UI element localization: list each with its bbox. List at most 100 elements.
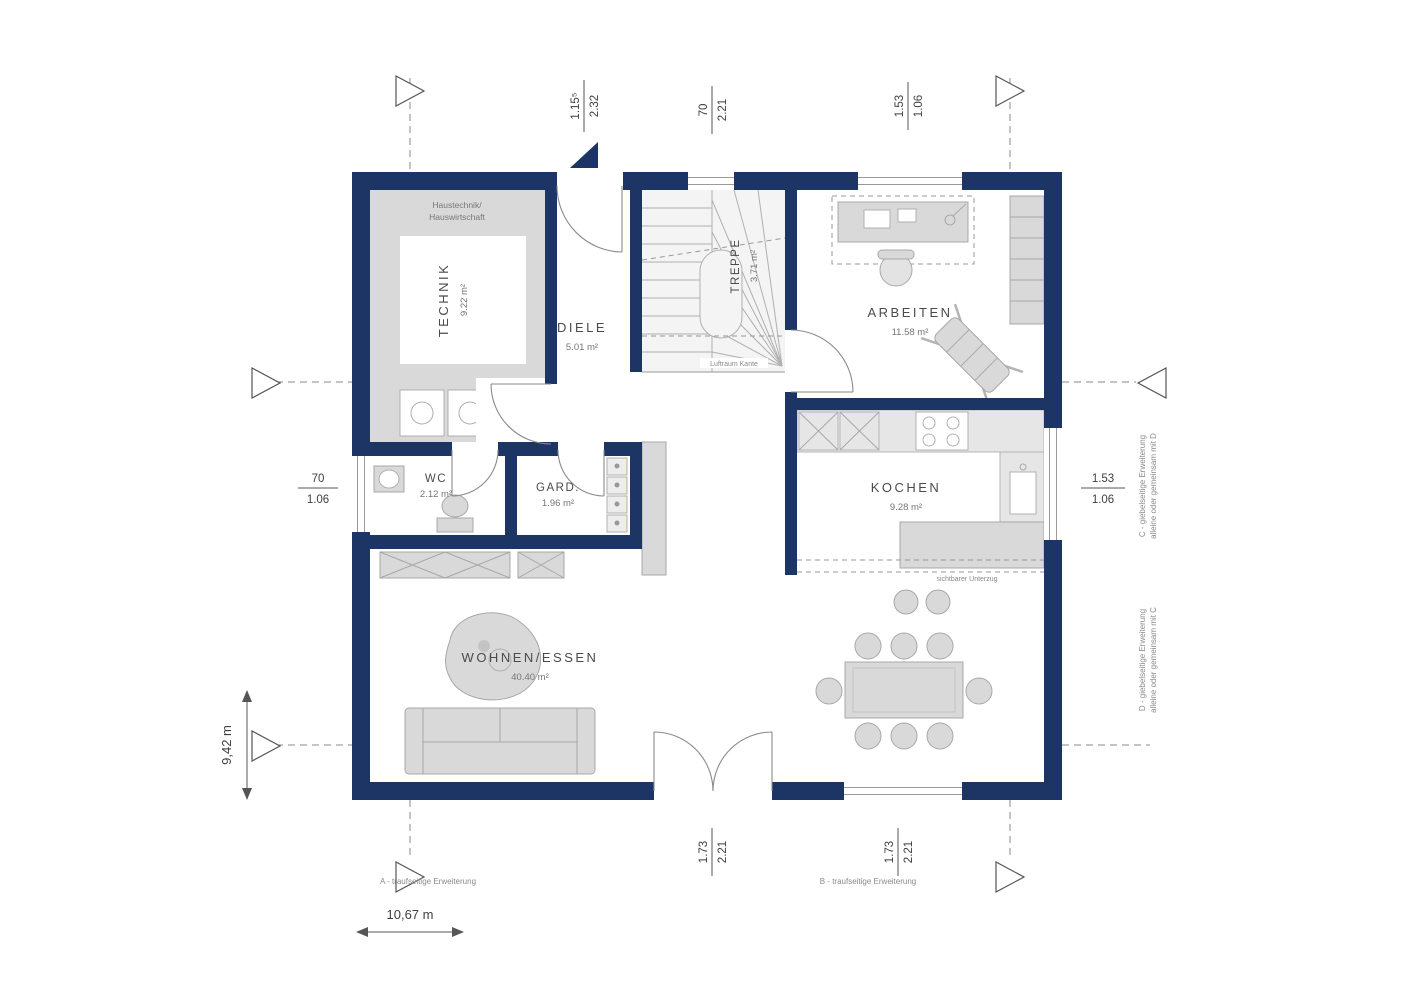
sideboards — [379, 441, 667, 579]
arbeiten-furniture — [831, 195, 1045, 407]
dim-kochen-a: 1.53 — [1092, 473, 1114, 485]
dim-arbeiten-b: 1.06 — [913, 95, 925, 117]
technik-door-swing — [490, 383, 552, 445]
treppe-area: 3.71 m² — [749, 250, 760, 282]
kitchen-sink — [1009, 471, 1037, 515]
section-marker-right — [1136, 366, 1167, 400]
dim-treppe-a: 70 — [698, 104, 710, 117]
window-wc — [352, 456, 370, 532]
hall-shelf — [641, 441, 667, 576]
dim-total-width: 10,67 m — [356, 907, 464, 937]
treppe-label: TREPPE — [730, 238, 742, 293]
kochen-area: 9.28 m² — [890, 502, 922, 513]
toilet — [441, 494, 469, 518]
gard-door-swing — [557, 449, 605, 497]
stool — [893, 589, 919, 615]
reference-markers — [251, 74, 1167, 894]
dim-entry-a: 1.15⁵ — [570, 92, 582, 119]
dim-treppe-window: 70 2.21 — [698, 86, 729, 134]
dining-table — [844, 661, 964, 719]
desk-lamp-icon — [944, 214, 956, 226]
coffee-table — [445, 612, 541, 701]
gard-furniture — [606, 457, 628, 533]
gard-label: GARD. — [536, 482, 580, 494]
kochen-label: KOCHEN — [871, 480, 942, 495]
dimensions: 1.15⁵ 2.32 70 2.21 1.53 1.06 70 1.06 1.5… — [219, 80, 1125, 937]
wc-door-swing — [451, 449, 499, 497]
annotation-b: B - traufseitige Erweiterung — [820, 877, 917, 886]
bookshelf — [1009, 195, 1045, 325]
annotation-d-line1: D - giebelseitige Erweiterung — [1138, 609, 1147, 711]
stair-break-line — [641, 237, 786, 261]
technik-label: TECHNIK — [436, 263, 451, 338]
dim-wohnen-window: 1.73 2.21 — [884, 828, 915, 876]
kitchen-island — [899, 521, 1045, 569]
technik-furniture — [399, 236, 545, 442]
stool — [925, 589, 951, 615]
dim-arbeiten-window: 1.53 1.06 — [894, 82, 925, 130]
window-treppe — [688, 172, 734, 190]
kitchen-furniture — [796, 409, 1045, 615]
dim-wc-b: 1.06 — [307, 494, 329, 506]
window-kochen — [1044, 428, 1062, 540]
staircase — [641, 189, 786, 373]
unterzug-note: sichtbarer Unterzug — [936, 576, 997, 583]
room-labels: Haustechnik/ Hauswirtschaft TECHNIK 9.22… — [420, 200, 1012, 683]
wohnen-furniture — [404, 612, 993, 775]
dim-kochen-b: 1.06 — [1092, 494, 1114, 506]
entrance-marker-icon — [570, 142, 598, 168]
arbeiten-area: 11.58 m² — [892, 327, 929, 338]
wc-label: WC — [425, 473, 447, 485]
dim-terrace-door: 1.73 2.21 — [698, 828, 729, 876]
diele-area: 5.01 m² — [566, 342, 598, 353]
dim-terrace-b: 2.21 — [717, 841, 729, 863]
annotation-c-line1: C - giebelseitige Erweiterung — [1138, 435, 1147, 537]
annotation-c-line2: alleine oder gemeinsam mit D — [1149, 433, 1158, 539]
gard-area: 1.96 m² — [542, 498, 574, 509]
dim-wohnen-a: 1.73 — [884, 841, 896, 863]
dim-terrace-a: 1.73 — [698, 841, 710, 863]
dining-chairs — [815, 632, 993, 750]
laptop — [863, 209, 891, 229]
section-marker-top-right — [995, 74, 1026, 108]
arbeiten-door-swing — [790, 329, 854, 393]
annotation-d-line2: alleine oder gemeinsam mit C — [1149, 607, 1158, 713]
luftraum-note: Luftraum Kante — [710, 361, 758, 368]
diele-label: DIELE — [557, 320, 607, 335]
wc-area: 2.12 m² — [420, 489, 452, 500]
openings — [352, 172, 1062, 800]
technik-note-2: Hauswirtschaft — [429, 212, 485, 222]
toilet-tank — [436, 517, 474, 533]
section-marker-bottom-right — [995, 860, 1026, 894]
annotation-a: A - traufseitige Erweiterung — [380, 877, 476, 886]
stair-handrail — [699, 249, 743, 339]
section-marker-bottom-left — [395, 860, 426, 894]
total-width-label: 10,67 m — [387, 907, 434, 922]
dim-arbeiten-a: 1.53 — [894, 95, 906, 117]
dim-entry: 1.15⁵ 2.32 — [570, 80, 601, 132]
section-marker-left-lower — [251, 729, 282, 763]
technik-note-1: Haustechnik/ — [432, 200, 482, 210]
section-marker-left-upper — [251, 366, 282, 400]
annotation-d: D - giebelseitige Erweiterung alleine od… — [1138, 607, 1158, 713]
dim-kochen-window: 1.53 1.06 — [1081, 473, 1125, 506]
wc-furniture — [373, 465, 474, 533]
technik-area: 9.22 m² — [459, 284, 470, 316]
dim-total-height: 9,42 m — [219, 690, 252, 800]
dim-entry-b: 2.32 — [589, 95, 601, 117]
wohnen-label: WOHNEN/ESSEN — [462, 650, 599, 665]
lounge-chair — [920, 303, 1024, 407]
dim-treppe-b: 2.21 — [717, 99, 729, 121]
wohnen-area: 40.40 m² — [511, 672, 549, 683]
dim-wohnen-b: 2.21 — [903, 841, 915, 863]
window-arbeiten — [858, 172, 962, 190]
stove — [915, 411, 969, 451]
furniture-layer — [373, 189, 1045, 775]
dim-wc-a: 70 — [312, 473, 325, 485]
annotation-c: C - giebelseitige Erweiterung alleine od… — [1138, 433, 1158, 539]
entrance-door-swing — [556, 185, 623, 253]
section-marker-top-left — [395, 74, 426, 108]
window-wohnen — [844, 782, 962, 800]
